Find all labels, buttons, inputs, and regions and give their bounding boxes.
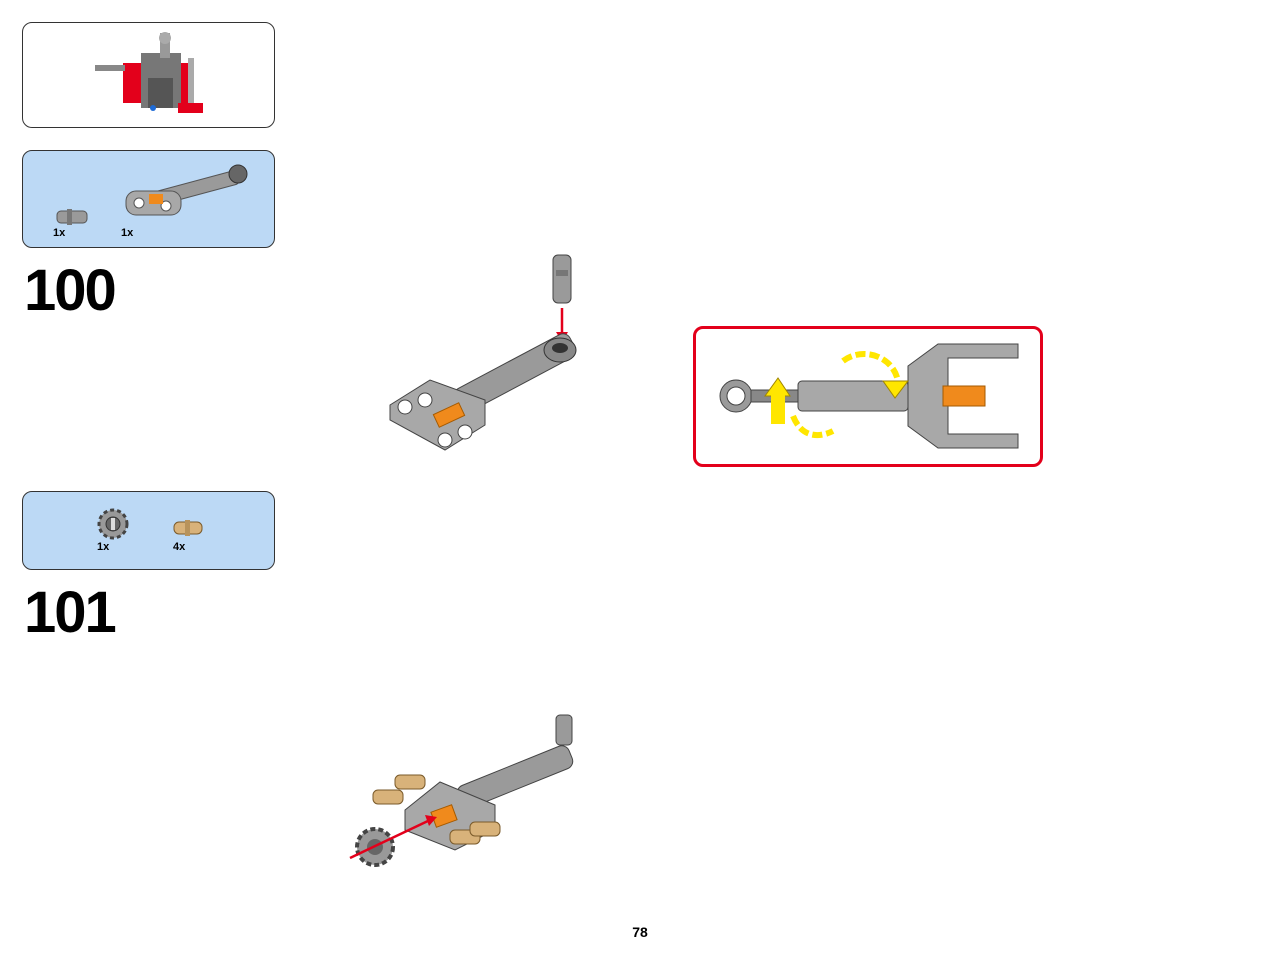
step-100-assembly (389, 254, 577, 451)
parts-list-step-100: 1x 1x (22, 150, 275, 248)
callout-illustration (719, 343, 1019, 449)
step-number: 100 (24, 258, 117, 323)
steering-arm-icon (125, 164, 248, 216)
part-qty: 4x (173, 541, 186, 553)
submodel-thumbnail-panel (22, 22, 275, 128)
tan-pin-icon (173, 520, 203, 536)
part-qty: 1x (121, 227, 134, 239)
part-qty: 1x (97, 541, 110, 553)
pin-icon (56, 209, 88, 225)
step-number: 101 (24, 580, 117, 645)
submodel-thumbnail (95, 32, 203, 113)
parts-list-step-101: 1x 4x (22, 491, 275, 570)
rotate-arrow-icon (841, 350, 901, 382)
insert-arrow-icon (349, 818, 431, 860)
gear-icon (97, 508, 129, 540)
part-qty: 1x (53, 227, 66, 239)
step-101-assembly (349, 714, 574, 867)
rotation-callout (693, 326, 1043, 467)
page-number: 78 (632, 924, 648, 940)
